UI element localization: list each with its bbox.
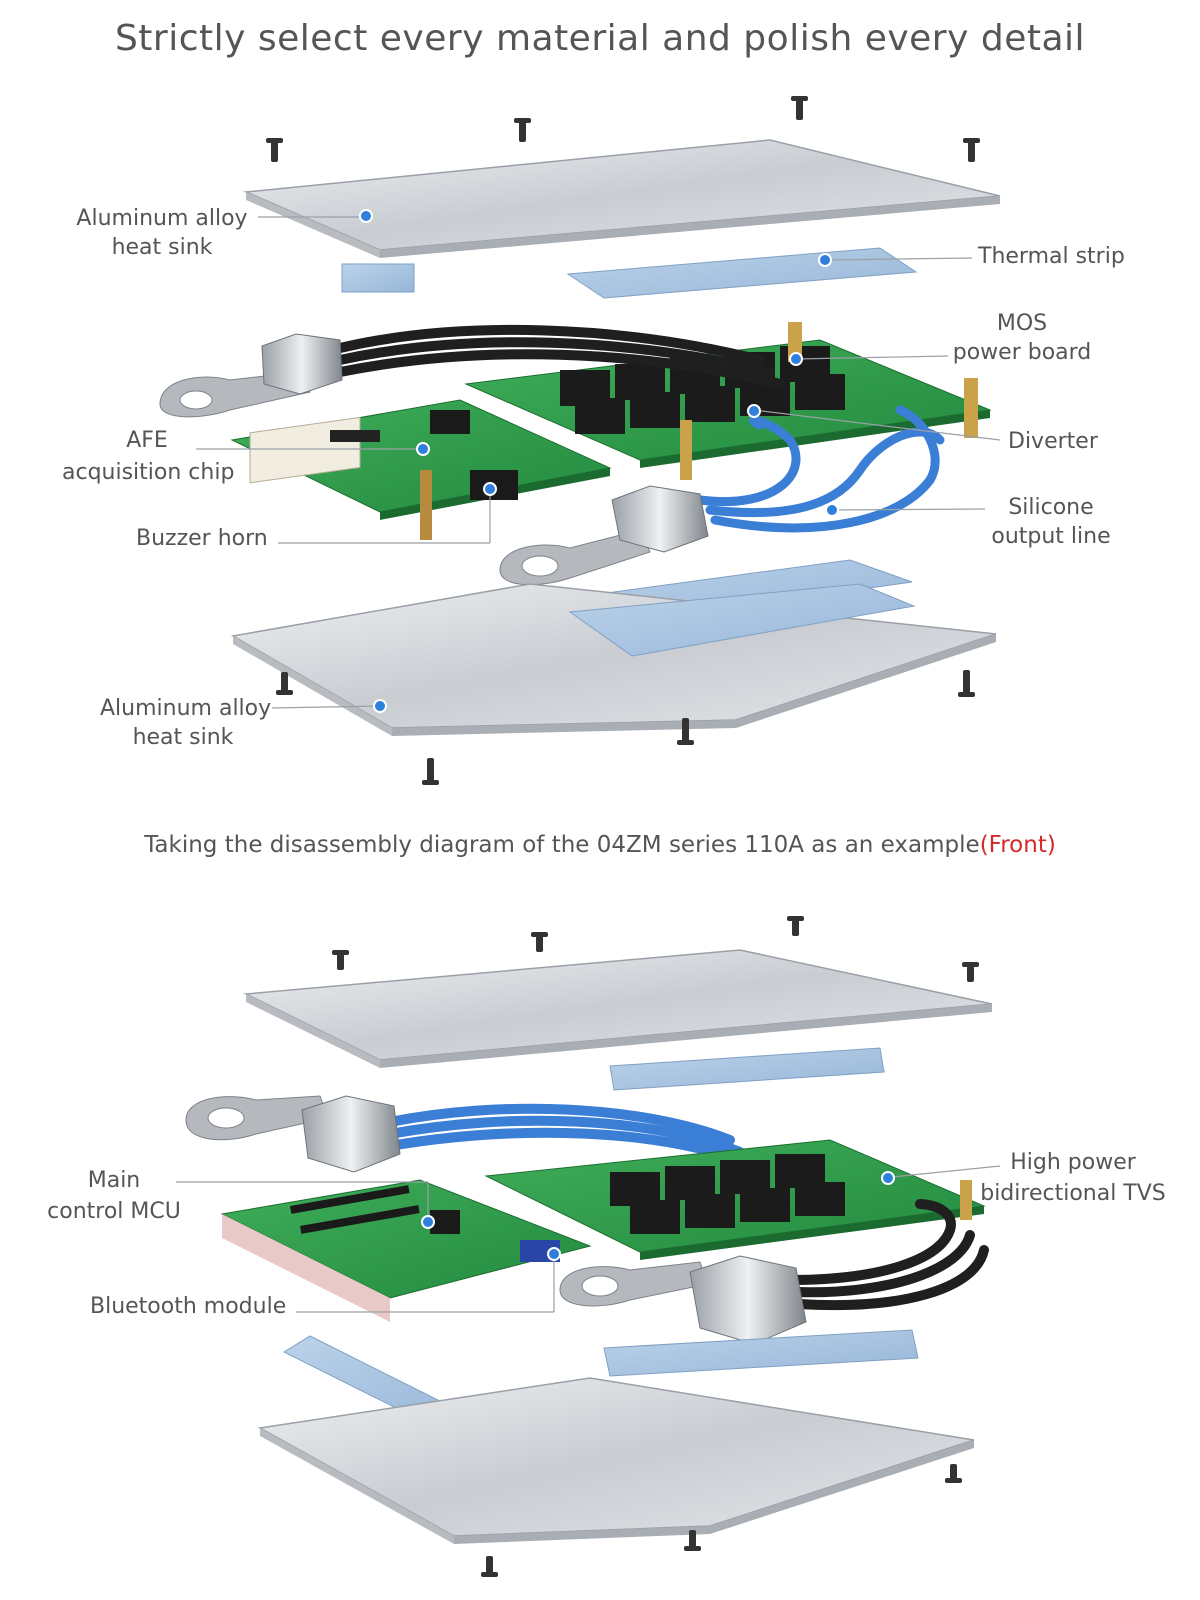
mcu-board xyxy=(220,1179,592,1322)
label-line: Aluminum alloy xyxy=(100,696,272,721)
label-line: MOS xyxy=(996,311,1048,336)
back-bottom-heat-sink-plate xyxy=(257,1377,975,1544)
callout-dot xyxy=(421,1171,895,1261)
label-bottom-heat-sink: Aluminum alloy heat sink xyxy=(100,694,272,752)
label-top-heat-sink: Aluminum alloy heat sink xyxy=(74,204,250,262)
label-line: bidirectional TVS xyxy=(980,1181,1166,1206)
label-line: output line xyxy=(991,524,1111,549)
black-cables xyxy=(335,324,785,389)
cable-lug-black xyxy=(159,333,343,418)
label-line: Silicone xyxy=(1008,495,1094,520)
page-title: Strictly select every material and polis… xyxy=(114,18,1086,59)
label-line: heat sink xyxy=(132,725,234,750)
back-top-heat-sink-plate xyxy=(243,949,993,1068)
callout-lines xyxy=(196,216,1001,709)
caption-text: Taking the disassembly diagram of the 04… xyxy=(144,832,980,858)
caption-highlight: (Front) xyxy=(979,832,1056,858)
black-cables-back xyxy=(785,1199,989,1311)
cable-lug-blue xyxy=(499,485,709,586)
label-line: AFE xyxy=(126,428,168,453)
label-main-control-mcu: Main control MCU xyxy=(44,1166,184,1226)
label-silicone-output-line: Silicone output line xyxy=(986,493,1116,551)
screw-icon xyxy=(276,670,975,785)
label-line: Aluminum alloy xyxy=(76,206,248,231)
label-line: acquisition chip xyxy=(62,460,235,485)
back-mos-board xyxy=(484,1139,986,1260)
label-bluetooth-module: Bluetooth module xyxy=(90,1294,287,1319)
label-line: Main xyxy=(87,1168,141,1193)
back-thermal-pad-top xyxy=(609,1047,885,1091)
label-mos-power-board: MOS power board xyxy=(944,309,1100,367)
label-line: heat sink xyxy=(111,235,213,260)
bottom-heat-sink-plate xyxy=(230,583,997,736)
top-heat-sink-plate xyxy=(243,139,1001,258)
label-afe-chip: AFE acquisition chip xyxy=(62,426,235,487)
diagram-caption: Taking the disassembly diagram of the 04… xyxy=(0,832,1200,858)
label-line: High power xyxy=(1010,1150,1136,1175)
label-diverter: Diverter xyxy=(1008,429,1098,454)
cable-lug-back-top xyxy=(185,1095,401,1173)
cable-lug-back-bottom xyxy=(559,1255,807,1345)
afe-board xyxy=(230,399,612,540)
silicone-output-line xyxy=(695,405,945,533)
label-high-power-tvs: High power bidirectional TVS xyxy=(978,1148,1168,1208)
blue-cables-back xyxy=(385,1103,755,1169)
screw-icon xyxy=(481,1464,962,1577)
label-thermal-strip: Thermal strip xyxy=(978,244,1125,269)
label-line: control MCU xyxy=(47,1199,181,1224)
label-buzzer-horn: Buzzer horn xyxy=(136,526,268,551)
label-line: power board xyxy=(952,340,1092,365)
callout-dot xyxy=(359,209,839,713)
